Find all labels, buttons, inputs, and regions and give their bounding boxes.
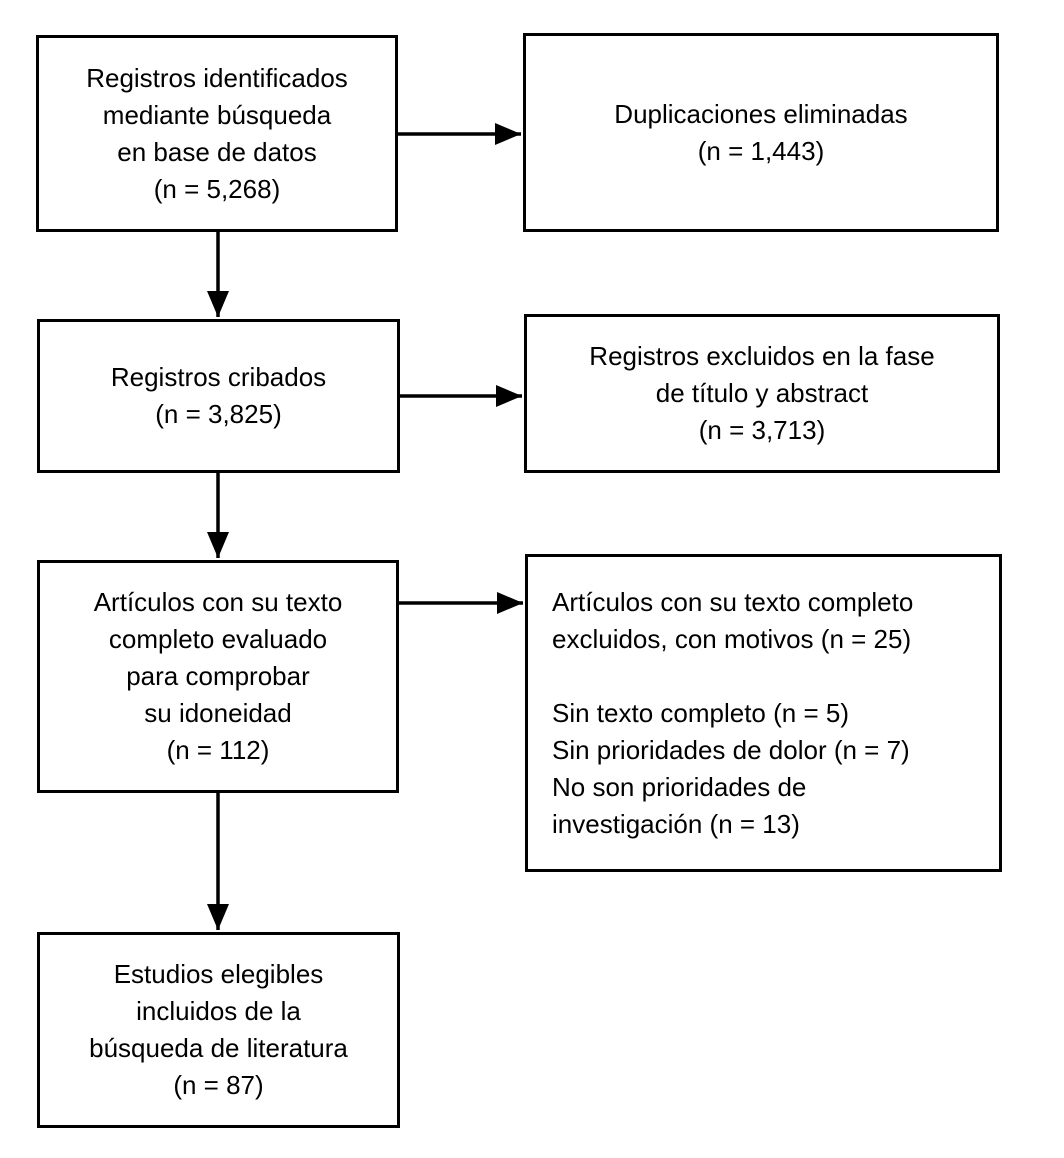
flow-box-fulltext-assessed-text: Artículos con su texto completo evaluado… [93,587,343,765]
flow-box-included-text: Estudios elegibles incluidos de la búsqu… [89,959,348,1100]
flow-box-excluded-title-abstract-text: Registros excluidos en la fase de título… [589,341,935,445]
flow-box-identified-text: Registros identificados mediante búsqued… [86,62,348,204]
flow-box-excluded-title-abstract: Registros excluidos en la fase de título… [524,314,1000,473]
flow-box-identified: Registros identificados mediante búsqued… [36,35,398,232]
flow-box-duplicates-removed-text: Duplicaciones eliminadas (n = 1,443) [614,98,908,166]
flow-box-fulltext-assessed: Artículos con su texto completo evaluado… [37,560,399,793]
flow-box-fulltext-excluded: Artículos con su texto completo excluido… [525,554,1002,872]
flow-box-screened: Registros cribados (n = 3,825) [37,319,400,473]
flow-box-screened-text: Registros cribados (n = 3,825) [110,362,327,429]
flow-box-fulltext-excluded-text: Artículos con su texto completo excluido… [552,586,914,839]
flow-box-duplicates-removed: Duplicaciones eliminadas (n = 1,443) [523,33,999,232]
flow-box-included: Estudios elegibles incluidos de la búsqu… [37,932,400,1128]
